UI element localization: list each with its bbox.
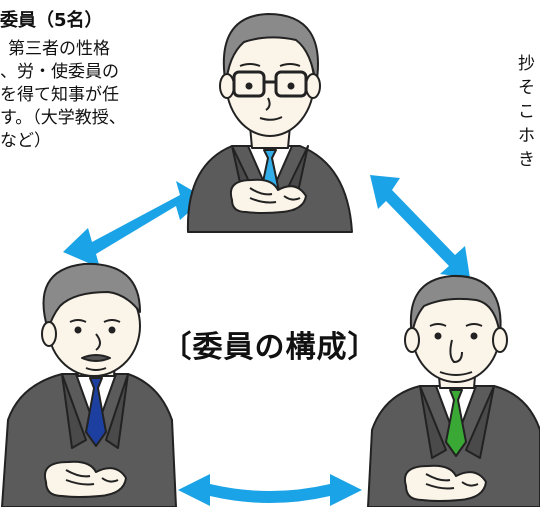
member-right-icon [367, 274, 540, 507]
description-line: を得て知事が任 [0, 85, 119, 105]
description-line: 、労・使委員の [0, 62, 119, 82]
fragment-char: 抄 [518, 54, 535, 74]
description-line: す。（大学教授、 [0, 108, 126, 128]
description-line: 第三者の性格 [8, 39, 110, 59]
member-left-icon [1, 262, 177, 507]
fragment-char: そ [518, 78, 535, 98]
fragment-char: き [518, 150, 535, 170]
description-line: など） [0, 131, 51, 151]
fragment-char: こ [518, 102, 535, 122]
public-member-title: 委員（5名） [0, 10, 103, 31]
arrow-top-left [63, 181, 205, 268]
member-top-icon [186, 13, 353, 233]
right-text-fragment: 抄 そ こ ホ き [518, 52, 540, 172]
committee-composition-title: 〔委員の構成〕 [161, 330, 379, 365]
arrow-bottom [178, 474, 362, 506]
public-member-description: 第三者の性格 、労・使委員の を得て知事が任 す。（大学教授、 など） [0, 38, 175, 153]
arrow-top-right [370, 175, 470, 278]
fragment-char: ホ [518, 126, 535, 146]
